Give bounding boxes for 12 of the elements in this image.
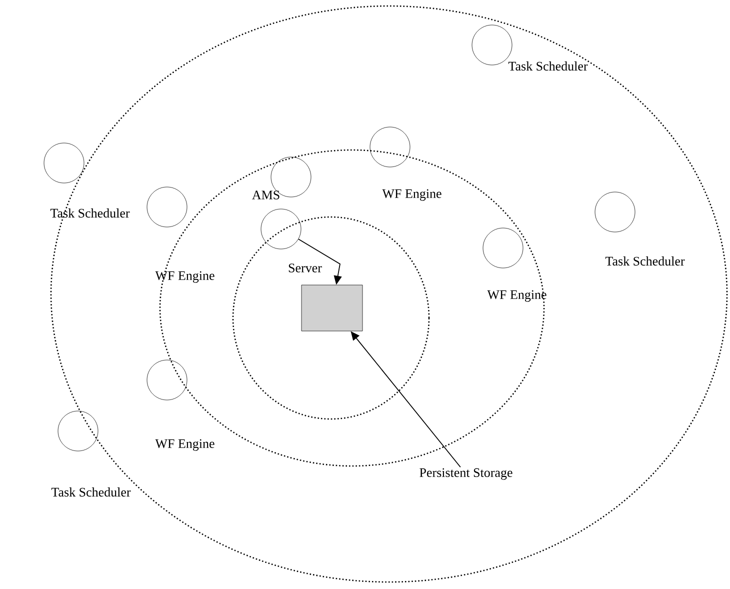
node-label: Server xyxy=(288,264,322,272)
storage-box xyxy=(301,284,363,332)
node-label: Persistent Storage xyxy=(420,468,512,480)
node-label: WF Engine xyxy=(155,271,214,283)
node-label: Task Scheduler xyxy=(50,208,130,218)
node-label: Task Scheduler xyxy=(508,61,588,71)
node-label: Task Scheduler xyxy=(605,256,685,266)
node-label: Task Scheduler xyxy=(51,487,131,497)
node-label: WF Engine xyxy=(155,439,214,451)
node-label: WF Engine xyxy=(382,189,442,201)
node-label: WF Engine xyxy=(487,290,546,302)
node-label: AMS xyxy=(252,190,280,200)
